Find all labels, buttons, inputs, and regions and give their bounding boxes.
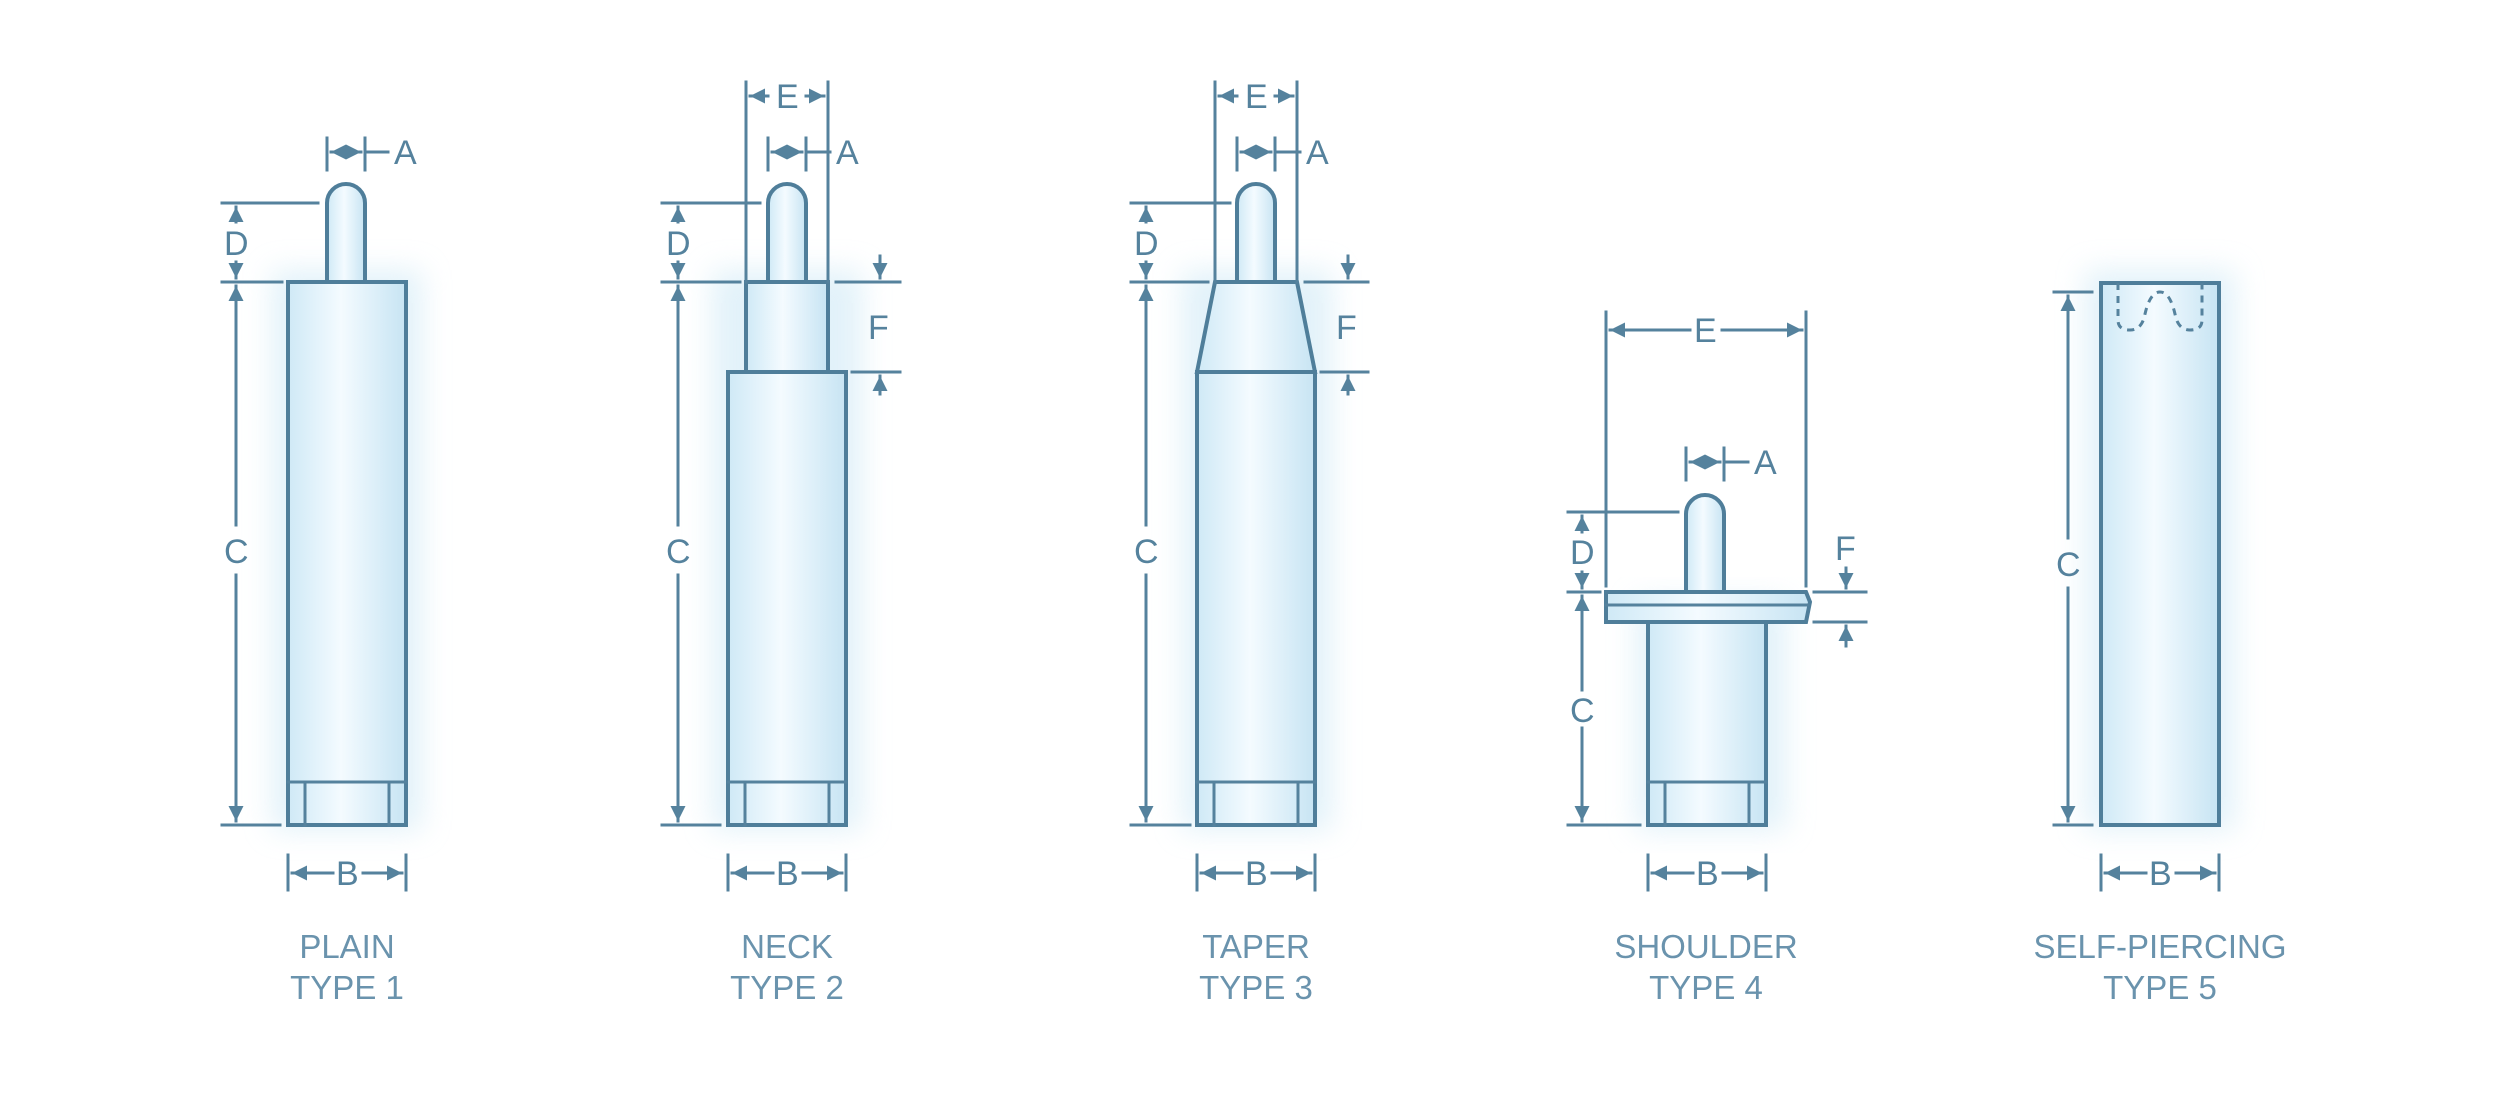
type-5-name: SELF-PIERCING [2033,928,2286,965]
dim-label-e: E [1694,312,1717,350]
punch-3-point [1235,182,1277,284]
dim-label-d: D [224,225,249,263]
dim-label-b: B [1245,855,1268,893]
punch-type-3: E A D C F B TAPER TYPE 3 [1129,78,1370,1006]
dim-label-a: A [394,134,417,172]
punch-3-body [1195,370,1317,827]
type-1-number: TYPE 1 [290,969,404,1006]
dim-label-b: B [1696,855,1719,893]
dim-label-e: E [1245,78,1268,116]
dim-label-d: D [1134,225,1159,263]
punch-5-body [2099,281,2221,827]
punch-type-2: E A D C F B NECK TYPE 2 [660,78,902,1006]
dim-label-d: D [666,225,691,263]
type-1-name: PLAIN [299,928,394,965]
dim-label-c: C [224,533,249,571]
punch-type-1: A D C B PLAIN TYPE 1 [220,134,422,1006]
dim-label-f: F [1336,309,1357,347]
type-3-number: TYPE 3 [1199,969,1313,1006]
dim-label-c: C [666,533,691,571]
type-4-number: TYPE 4 [1649,969,1763,1006]
punch-2-body [726,370,848,827]
punch-4-point [1684,493,1726,594]
dim-label-c: C [1134,533,1159,571]
punch-1-point [325,182,367,284]
dim-label-e: E [776,78,799,116]
dim-label-c: C [2056,546,2081,584]
type-2-number: TYPE 2 [730,969,844,1006]
punch-type-5: C B SELF-PIERCING TYPE 5 [2033,270,2287,1006]
dim-label-f: F [868,309,889,347]
punch-2-point [766,182,808,284]
type-3-name: TAPER [1202,928,1310,965]
dim-label-c: C [1570,692,1595,730]
dim-label-a: A [1754,444,1777,482]
type-4-name: SHOULDER [1614,928,1797,965]
type-2-name: NECK [741,928,833,965]
punch-1-body [286,280,408,827]
dim-label-b: B [336,855,359,893]
punch-4-body [1646,620,1768,827]
dim-label-f: F [1835,530,1856,568]
dim-label-b: B [776,855,799,893]
dim-label-d: D [1570,534,1595,572]
dim-label-a: A [836,134,859,172]
dim-label-a: A [1306,134,1329,172]
punch-3-taper [1194,280,1318,374]
punch-2-neck [744,280,830,374]
punch-4-shoulder-flange [1604,590,1813,624]
punch-type-4: E A D C F B SHOULDER TYPE 4 [1566,310,1868,1006]
punch-5-piercing-tip [2116,283,2204,332]
type-5-number: TYPE 5 [2103,969,2217,1006]
dim-label-b: B [2149,855,2172,893]
